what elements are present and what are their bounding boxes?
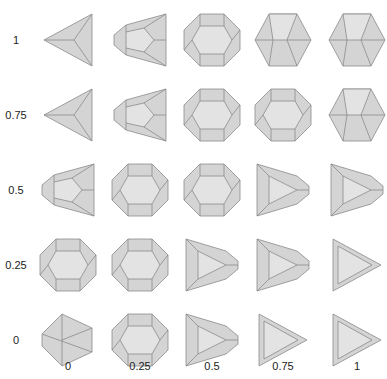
column-axis-value: 0 (65, 361, 71, 372)
row-axis-value: 0.5 (8, 185, 23, 196)
column-axis-value: 1 (354, 361, 360, 372)
row-axis-value: 1 (13, 35, 19, 46)
row-axis-value: 0.25 (5, 260, 26, 271)
column-axis-value: 0.25 (129, 361, 150, 372)
row-axis-value: 0 (13, 335, 19, 346)
column-axis-value: 0.5 (204, 361, 219, 372)
row-axis-value: 0.75 (5, 110, 26, 121)
column-axis-value: 0.75 (272, 361, 293, 372)
